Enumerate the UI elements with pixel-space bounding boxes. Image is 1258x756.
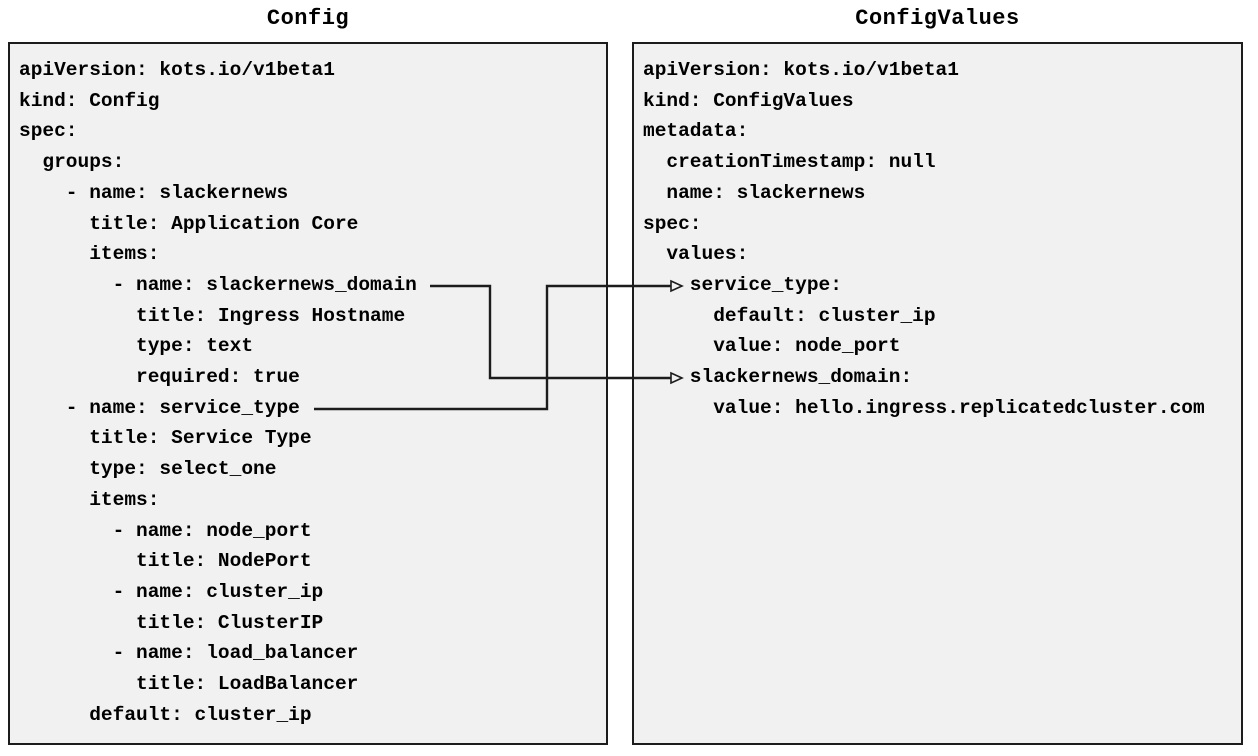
configvalues-yaml-code: apiVersion: kots.io/v1beta1 kind: Config…: [643, 59, 1205, 419]
config-yaml-code: apiVersion: kots.io/v1beta1 kind: Config…: [19, 59, 417, 726]
configvalues-panel-title: ConfigValues: [855, 6, 1020, 31]
configvalues-yaml-box: apiVersion: kots.io/v1beta1 kind: Config…: [632, 42, 1243, 745]
config-panel-title: Config: [266, 6, 350, 31]
config-yaml-box: apiVersion: kots.io/v1beta1 kind: Config…: [8, 42, 608, 745]
